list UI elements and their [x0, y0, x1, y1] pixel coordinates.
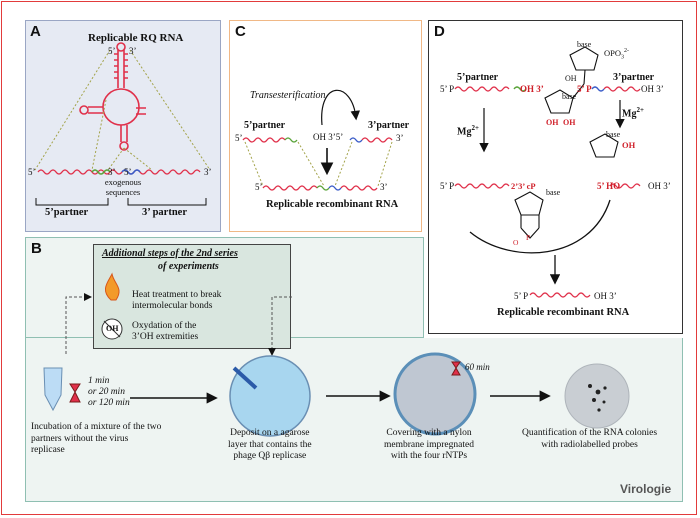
- panel-a-3prime: 3’: [204, 167, 212, 177]
- panel-d-oh3-b: OH 3’: [648, 181, 671, 191]
- panel-d-result: Replicable recombinant RNA: [497, 307, 630, 318]
- panel-d-3partner: 3’partner: [613, 72, 655, 83]
- base-label-2: base: [562, 92, 577, 101]
- panel-a: [25, 20, 221, 232]
- heat-line1: Heat treatment to break: [132, 290, 222, 300]
- panel-c-5prime-a: 5’: [235, 133, 243, 143]
- oxidation-oh: OH: [106, 324, 119, 333]
- panel-d-oh3-red: OH 3’: [520, 84, 544, 94]
- pipette-icon: [232, 366, 258, 390]
- ribose-rings: [514, 46, 619, 239]
- membrane-dish: [393, 352, 477, 436]
- flame-icon: [104, 272, 120, 301]
- oh-label-a: OH: [565, 74, 577, 83]
- box-title-line1: Additional steps of the 2nd series: [102, 248, 238, 259]
- panel-a-5partner: 5’partner: [45, 207, 89, 218]
- panel-a-3partner: 3’ partner: [142, 207, 187, 218]
- ho5-label: 5’ HO: [597, 181, 621, 191]
- panel-a-5prime-top: 5’: [108, 46, 116, 56]
- hourglass-icon: [69, 383, 81, 403]
- panel-d-5p-a: 5’ P: [440, 84, 455, 94]
- box-title-line2: of experiments: [158, 261, 219, 272]
- oh-label-b: OH: [546, 118, 559, 127]
- oxygen-label: O: [513, 238, 519, 247]
- panel-c-result: Replicable recombinant RNA: [266, 199, 399, 210]
- base-label-1: base: [577, 40, 592, 49]
- transesterification-label: Transesterification: [250, 90, 326, 101]
- panel-a-letter: A: [30, 23, 41, 40]
- mg-label-right: Mg2+: [622, 106, 644, 120]
- panel-c-letter: C: [235, 23, 246, 40]
- opo3-label: OPO32-: [604, 48, 630, 61]
- rq-rna-structure: [79, 42, 146, 151]
- panel-d-oh3-a: OH 3’: [641, 84, 664, 94]
- panel-c-5partner: 5’partner: [244, 120, 286, 131]
- panel-d-5p-red: 5’ P: [577, 84, 592, 94]
- agarose-dish: [229, 355, 311, 437]
- exogenous-label: exogenous sequences: [104, 177, 142, 197]
- panel-b-lower: [25, 338, 683, 502]
- covering-time: 60 min: [465, 362, 490, 372]
- panel-b-letter: B: [31, 240, 42, 257]
- oxidation-line1: Oxydation of the: [132, 321, 197, 331]
- panel-d-strands: [454, 86, 641, 298]
- panel-c: [229, 20, 422, 232]
- oxidation-line2: 3’OH extremities: [132, 332, 199, 342]
- panel-d-5p-b: 5’ P: [440, 181, 455, 191]
- panel-a-5prime: 5’: [28, 167, 36, 177]
- panel-a-5prime-mid: 5’: [124, 167, 132, 177]
- panel-a-3prime-top: 3’: [129, 46, 137, 56]
- cyclic-phosphate-label: 2’3’ cP: [511, 181, 536, 191]
- panel-d-5partner: 5’partner: [457, 72, 499, 83]
- colony-dish: [564, 363, 630, 429]
- oh-label-right: OH: [622, 140, 636, 150]
- tube-icon: [43, 367, 63, 412]
- rq-rna-title: Replicable RQ RNA: [88, 32, 184, 44]
- panel-c-strands: [242, 137, 393, 191]
- panel-d-letter: D: [434, 23, 445, 40]
- panel-c-5prime-b: 5’: [255, 182, 263, 192]
- base-label-3: base: [606, 130, 621, 139]
- heat-line2: intermolecular bonds: [132, 301, 213, 311]
- virologie-logo: Virologie: [620, 482, 672, 496]
- panel-d-oh3-c: OH 3’: [594, 291, 617, 301]
- panel-c-3prime-a: 3’: [396, 133, 404, 143]
- panel-a-rna-strand: [37, 169, 201, 175]
- oh-label-c: OH: [563, 118, 576, 127]
- phosphorus-label: P: [526, 233, 531, 242]
- panel-c-3prime-b: 3’: [380, 182, 388, 192]
- panel-c-oh: OH 3’5’: [313, 132, 344, 142]
- hourglass-icon-2: [451, 361, 461, 376]
- panel-d-5p-c: 5’ P: [514, 291, 529, 301]
- additional-steps-box: [93, 244, 291, 349]
- panel-a-dotted-lines: [34, 49, 211, 171]
- panel-c-3partner: 3’partner: [368, 120, 410, 131]
- panel-a-3prime-mid: 3’: [108, 167, 116, 177]
- mg-label-left: Mg2+: [457, 124, 479, 138]
- base-label-4: base: [546, 188, 561, 197]
